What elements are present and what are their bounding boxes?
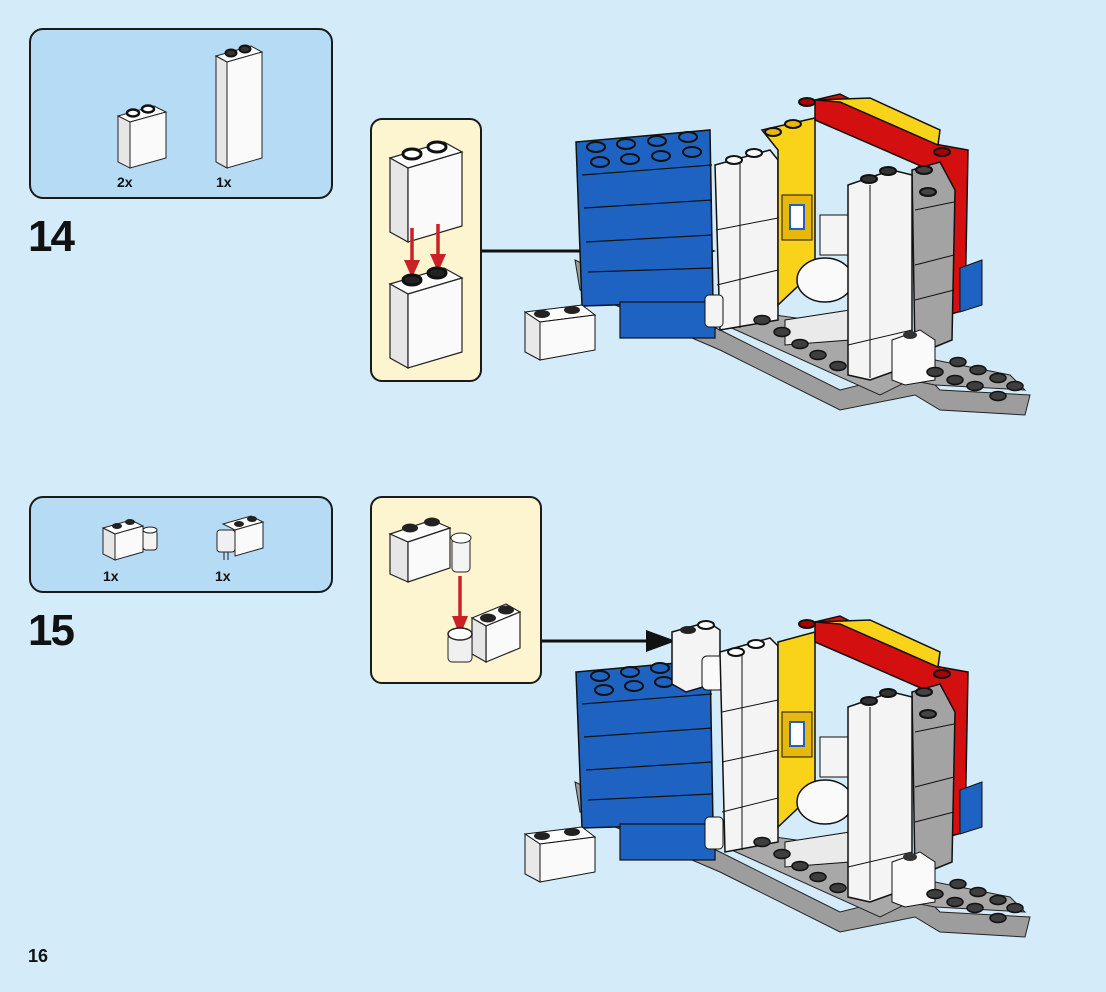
- parts-list-step-14: 2x 1x: [29, 28, 333, 199]
- part-quantity: 1x: [103, 568, 119, 584]
- part-quantity: 1x: [215, 568, 231, 584]
- white-brick-1x2x5-icon: [214, 44, 264, 169]
- placement-arrow-step-15: [542, 630, 676, 652]
- red-assembly-arrows-icon: [404, 224, 446, 278]
- white-brick-1x2-bottom-icon: [388, 266, 464, 370]
- bathroom-model-15: [523, 615, 1031, 938]
- white-brick-1x2-top-icon: [388, 140, 464, 244]
- red-assembly-arrow-icon: [452, 576, 468, 636]
- bathroom-model-14: [523, 93, 1031, 416]
- step-number-15: 15: [28, 606, 75, 655]
- model-illustration-step-15: [523, 615, 1031, 938]
- callout-step-14: [370, 118, 482, 382]
- step-number-14: 14: [28, 212, 75, 261]
- parts-list-step-15: 1x 1x: [29, 496, 333, 593]
- white-hinge-brick-top-icon: [388, 517, 472, 583]
- white-brick-1x2-icon: [116, 104, 168, 169]
- part-quantity: 1x: [216, 174, 232, 190]
- white-hinge-brick-1x2-top-icon: [101, 519, 158, 561]
- callout-step-15: [370, 496, 542, 684]
- white-hinge-brick-1x2-base-icon: [216, 515, 265, 560]
- white-hinge-base-icon: [447, 603, 522, 664]
- model-illustration-step-14: [523, 93, 1031, 416]
- page-number: 16: [28, 946, 49, 966]
- part-quantity: 2x: [117, 174, 133, 190]
